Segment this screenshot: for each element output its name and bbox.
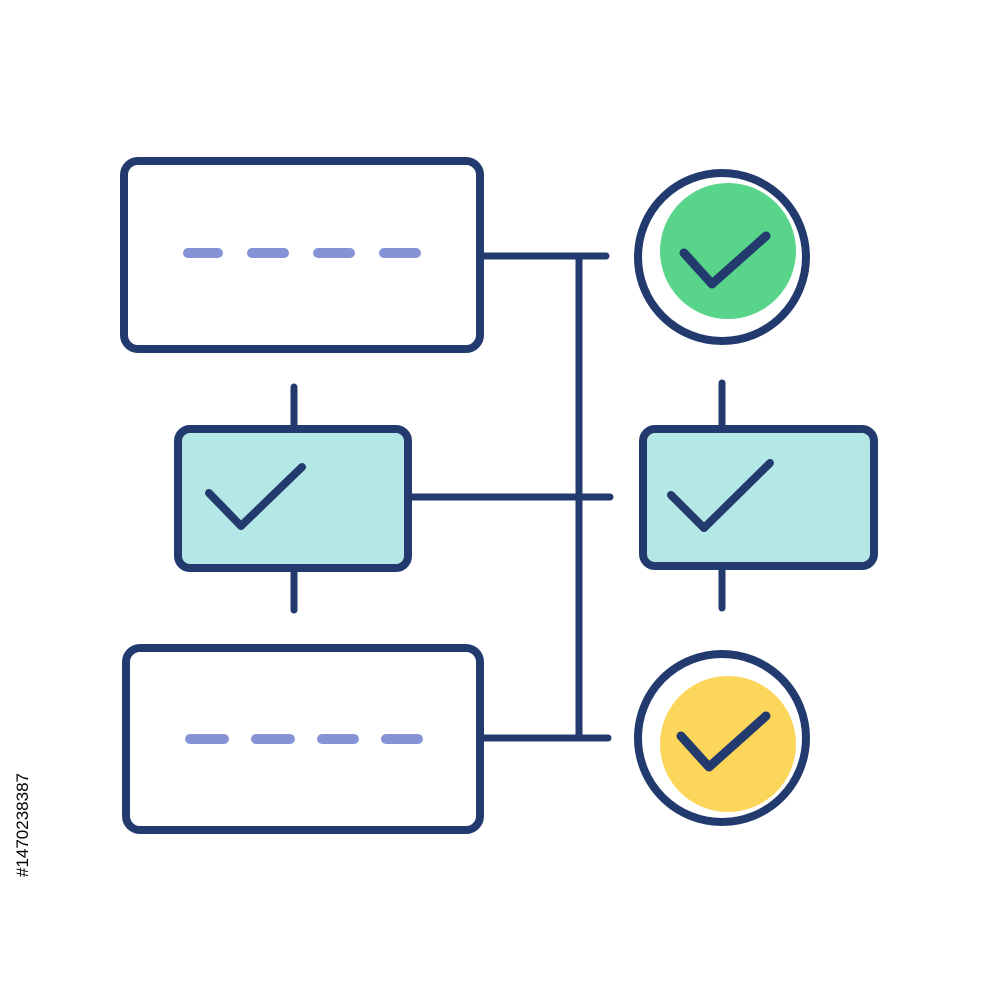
check-icon	[205, 463, 306, 530]
middle-right-box	[639, 425, 878, 570]
connector-lines	[290, 252, 726, 742]
stock-image-id-watermark: #1470238387	[8, 755, 38, 895]
check-icon	[676, 711, 771, 772]
bottom-left-box	[122, 644, 484, 834]
middle-left-box	[174, 425, 412, 572]
check-icon	[667, 459, 774, 532]
top-left-box	[120, 157, 484, 353]
top-right-badge	[634, 169, 810, 345]
watermark-id-text: #1470238387	[13, 772, 32, 878]
check-icon	[679, 231, 771, 289]
bottom-right-badge	[634, 650, 810, 826]
